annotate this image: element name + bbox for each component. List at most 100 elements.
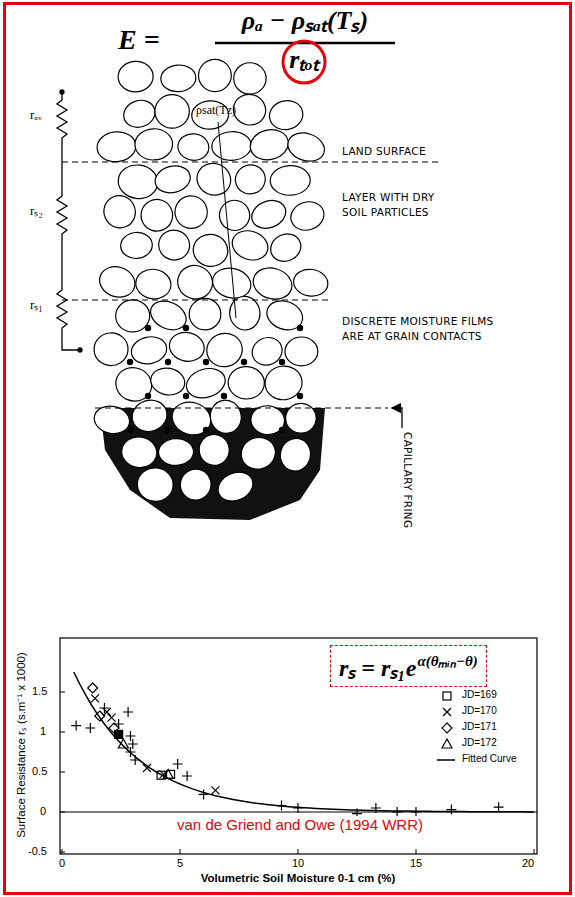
soil-grain	[158, 438, 194, 466]
moisture-film	[203, 427, 209, 433]
moisture-film	[165, 427, 171, 433]
soil-grain	[283, 401, 318, 436]
moisture-film	[165, 359, 171, 365]
soil-grain	[190, 231, 230, 269]
moisture-film	[297, 325, 303, 331]
axis-title: Surface Resistance rₛ (s.m⁻¹ x 1000)	[15, 652, 28, 838]
moisture-film	[145, 325, 151, 331]
soil-grain	[266, 229, 305, 266]
legend-text: JD=170	[462, 705, 497, 717]
tick-label: 15	[410, 857, 422, 870]
soil-grain	[203, 330, 246, 371]
moisture-film	[183, 325, 189, 331]
soil-grain	[116, 163, 159, 201]
triangle-marker	[118, 739, 128, 748]
plus-marker	[123, 707, 133, 717]
legend-text: JD=171	[462, 721, 497, 733]
soil-grain	[129, 334, 169, 367]
soil-grain	[136, 466, 175, 503]
legend-text: JD=172	[462, 737, 497, 749]
y-tick	[60, 772, 65, 773]
tick-label: 0	[59, 857, 65, 870]
fitted-curve	[74, 672, 534, 812]
square-marker	[443, 692, 451, 700]
soil-grain	[134, 128, 173, 160]
vapour-label: ρsat(Tz)	[196, 104, 236, 118]
soil-grain	[189, 298, 221, 330]
soil-grain	[137, 195, 177, 235]
moisture-film	[145, 393, 151, 399]
soil-grain	[170, 191, 212, 233]
resistance-chain	[57, 90, 82, 352]
plus-marker	[293, 803, 303, 813]
y-tick	[60, 692, 65, 693]
zone-label: LAYER WITH DRY SOIL PARTICLES	[342, 190, 462, 220]
chart-plot	[60, 672, 534, 854]
legend-text: Fitted Curve	[462, 753, 516, 765]
soil-grain	[128, 396, 171, 436]
moisture-film	[221, 393, 227, 399]
soil-grain	[134, 267, 173, 301]
plus-marker	[85, 723, 95, 733]
soil-grain	[231, 161, 269, 199]
moisture-film	[183, 393, 189, 399]
tick-label: 1	[40, 725, 46, 738]
triangle-marker	[442, 739, 452, 748]
plus-marker	[199, 789, 209, 799]
chart-frame	[60, 638, 537, 854]
legend-text: JD=169	[462, 689, 497, 701]
cross-marker	[108, 714, 116, 722]
x-tick	[180, 849, 181, 854]
soil-grain	[247, 126, 291, 163]
soil-grain	[248, 333, 287, 370]
soil-grain	[237, 433, 279, 473]
formula-box: rₛ = rₛ₁eα(θₘᵢₙ−θ)	[330, 645, 487, 687]
fringe-arrow	[392, 408, 402, 428]
plus-marker	[446, 805, 456, 815]
soil-grain	[93, 332, 129, 367]
plus-marker	[71, 721, 81, 731]
y-tick	[60, 852, 65, 853]
x-tick	[298, 849, 299, 854]
soil-grain	[120, 231, 154, 260]
soil-grain	[277, 435, 314, 474]
formula-numerator: ρₐ − ρₛₐₜ(Tₛ)	[242, 6, 368, 36]
soil-grain	[167, 329, 207, 364]
diamond-marker	[442, 723, 452, 733]
tick-label: 1.5	[32, 685, 47, 698]
soil-grain	[214, 467, 258, 506]
soil-grain	[176, 132, 210, 162]
diamond-marker	[109, 723, 119, 733]
soil-grain	[96, 130, 137, 163]
soil-grain	[249, 404, 285, 436]
tick-label: 0	[40, 805, 46, 818]
level-label: LAND SURFACE	[342, 145, 426, 157]
cross-marker	[211, 786, 219, 794]
soil-grain	[248, 196, 290, 234]
formula-lhs: E =	[118, 24, 160, 56]
soil-grain	[120, 96, 159, 131]
soil-grain	[148, 365, 187, 398]
soil-grain	[154, 94, 190, 129]
soil-grain	[152, 162, 193, 196]
tick-label: 0.5	[32, 765, 47, 778]
soil-grain	[292, 267, 330, 298]
resistance-label: rₛ₁	[30, 298, 43, 313]
soil-grain	[233, 62, 266, 94]
soil-grain	[207, 397, 244, 436]
soil-grain	[227, 365, 265, 400]
moisture-film	[297, 393, 303, 399]
soil-grain	[117, 61, 154, 93]
formula-exponent: α(θₘᵢₙ−θ)	[417, 653, 478, 669]
soil-grain	[263, 364, 304, 402]
citation: van de Griend and Owe (1994 WRR)	[174, 816, 426, 833]
soil-grain	[176, 464, 216, 504]
soil-grain	[120, 435, 159, 470]
fringe-label: CAPILLARY FRING	[402, 432, 414, 528]
soil-grain	[284, 128, 328, 165]
triangle-marker	[163, 769, 173, 778]
soil-grain	[287, 198, 328, 235]
soil-grain	[199, 59, 232, 91]
legend-line	[437, 759, 455, 761]
plus-marker	[371, 803, 381, 813]
